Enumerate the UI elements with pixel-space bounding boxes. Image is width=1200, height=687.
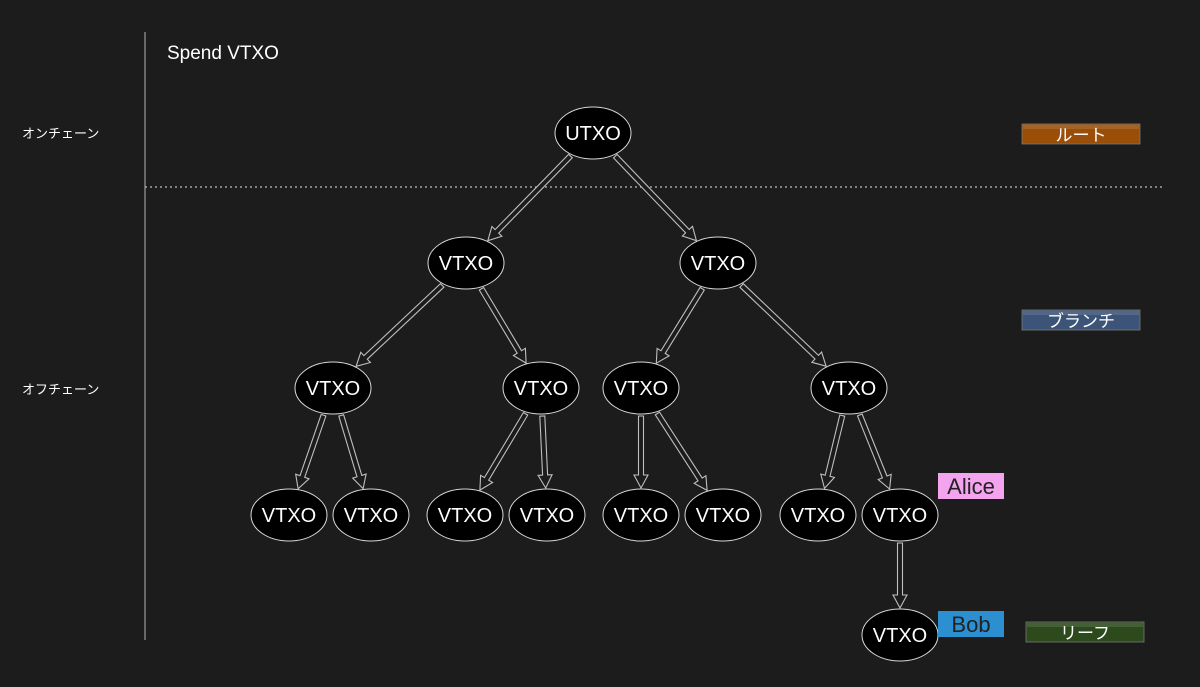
- node-label: VTXO: [262, 505, 316, 527]
- tree-node-n13: VTXO: [779, 488, 857, 542]
- edges: [295, 153, 908, 610]
- legend-swatch: [1021, 309, 1141, 331]
- edge-arrow-n2-n5: [655, 286, 706, 365]
- node-ellipse: [779, 488, 857, 542]
- legend-swatch-highlight: [1027, 623, 1143, 627]
- node-ellipse: [861, 488, 939, 542]
- tree-node-n0: UTXO: [554, 106, 632, 160]
- legend-swatch: [1025, 621, 1145, 643]
- node-ellipse: [426, 488, 504, 542]
- node-ellipse: [294, 361, 372, 415]
- node-ellipse: [684, 488, 762, 542]
- legend-label: ブランチ: [1047, 311, 1115, 332]
- edge-arrow-n3-n7: [295, 413, 327, 490]
- tree-node-n7: VTXO: [250, 488, 328, 542]
- tree-node-n1: VTXO: [427, 236, 505, 290]
- legend-label: リーフ: [1060, 624, 1110, 644]
- legend-leaf: リーフ: [1025, 621, 1145, 644]
- edge-arrow-n6-n13: [820, 414, 846, 490]
- tree-node-n3: VTXO: [294, 361, 372, 415]
- tag-label: Bob: [951, 612, 990, 637]
- node-ellipse: [250, 488, 328, 542]
- node-label: VTXO: [520, 505, 574, 527]
- node-label: VTXO: [438, 505, 492, 527]
- edge-arrow-n1-n4: [478, 286, 527, 365]
- tree-node-n10: VTXO: [508, 488, 586, 542]
- owner-tag-bob: Bob: [938, 611, 1004, 637]
- node-ellipse: [502, 361, 580, 415]
- nodes: UTXO VTXO VTXO VTXO VTXO VTXO VTXO VTXO VTXO VTXO…: [250, 106, 939, 662]
- owner-tag-alice: Alice: [938, 473, 1004, 499]
- edge-arrow-n3-n8: [338, 414, 367, 490]
- node-ellipse: [602, 361, 680, 415]
- legend-swatch-highlight: [1023, 311, 1139, 315]
- edge-arrow-n4-n10: [537, 415, 553, 490]
- node-ellipse: [810, 361, 888, 415]
- tree-node-n14: VTXO: [861, 488, 939, 542]
- node-label: VTXO: [614, 505, 668, 527]
- legend-label: ルート: [1056, 126, 1107, 146]
- node-label: VTXO: [822, 378, 876, 400]
- edge-arrow-n5-n11: [633, 415, 649, 490]
- tree-node-n2: VTXO: [679, 236, 757, 290]
- edge-arrow-n14-n15: [892, 542, 908, 610]
- node-label: VTXO: [614, 378, 668, 400]
- legend-swatch: [1021, 123, 1141, 145]
- node-label: VTXO: [873, 625, 927, 647]
- legend-swatch-highlight: [1023, 125, 1139, 129]
- legend-branch: ブランチ: [1021, 309, 1141, 332]
- edge-arrow-n0-n1: [486, 153, 574, 242]
- node-ellipse: [679, 236, 757, 290]
- node-label: VTXO: [691, 253, 745, 275]
- tag-background: [938, 473, 1004, 499]
- edge-arrow-n2-n6: [739, 282, 827, 367]
- tree-node-n6: VTXO: [810, 361, 888, 415]
- tree-node-n12: VTXO: [684, 488, 762, 542]
- edge-arrow-n4-n9: [479, 411, 529, 492]
- node-ellipse: [508, 488, 586, 542]
- node-ellipse: [427, 236, 505, 290]
- node-label: VTXO: [439, 253, 493, 275]
- tag-background: [938, 611, 1004, 637]
- node-label: VTXO: [514, 378, 568, 400]
- tree-node-n5: VTXO: [602, 361, 680, 415]
- edge-arrow-n5-n12: [654, 411, 708, 492]
- offchain-label: オフチェーン: [22, 383, 99, 398]
- tree-node-n11: VTXO: [602, 488, 680, 542]
- node-label: VTXO: [791, 505, 845, 527]
- tree-node-n9: VTXO: [426, 488, 504, 542]
- edge-arrow-n0-n2: [612, 153, 698, 242]
- tree-node-n15: VTXO: [861, 608, 939, 662]
- tree-node-n4: VTXO: [502, 361, 580, 415]
- node-label: VTXO: [696, 505, 750, 527]
- edge-arrow-n6-n14: [856, 413, 892, 491]
- edge-arrow-n1-n3: [355, 282, 445, 368]
- tag-label: Alice: [947, 474, 995, 499]
- node-label: UTXO: [565, 123, 621, 145]
- onchain-label: オンチェーン: [22, 127, 99, 142]
- legend-root: ルート: [1021, 123, 1141, 146]
- diagram-title: Spend VTXO: [167, 43, 279, 64]
- node-ellipse: [332, 488, 410, 542]
- node-ellipse: [554, 106, 632, 160]
- node-label: VTXO: [344, 505, 398, 527]
- tree-node-n8: VTXO: [332, 488, 410, 542]
- node-ellipse: [602, 488, 680, 542]
- node-label: VTXO: [306, 378, 360, 400]
- node-label: VTXO: [873, 505, 927, 527]
